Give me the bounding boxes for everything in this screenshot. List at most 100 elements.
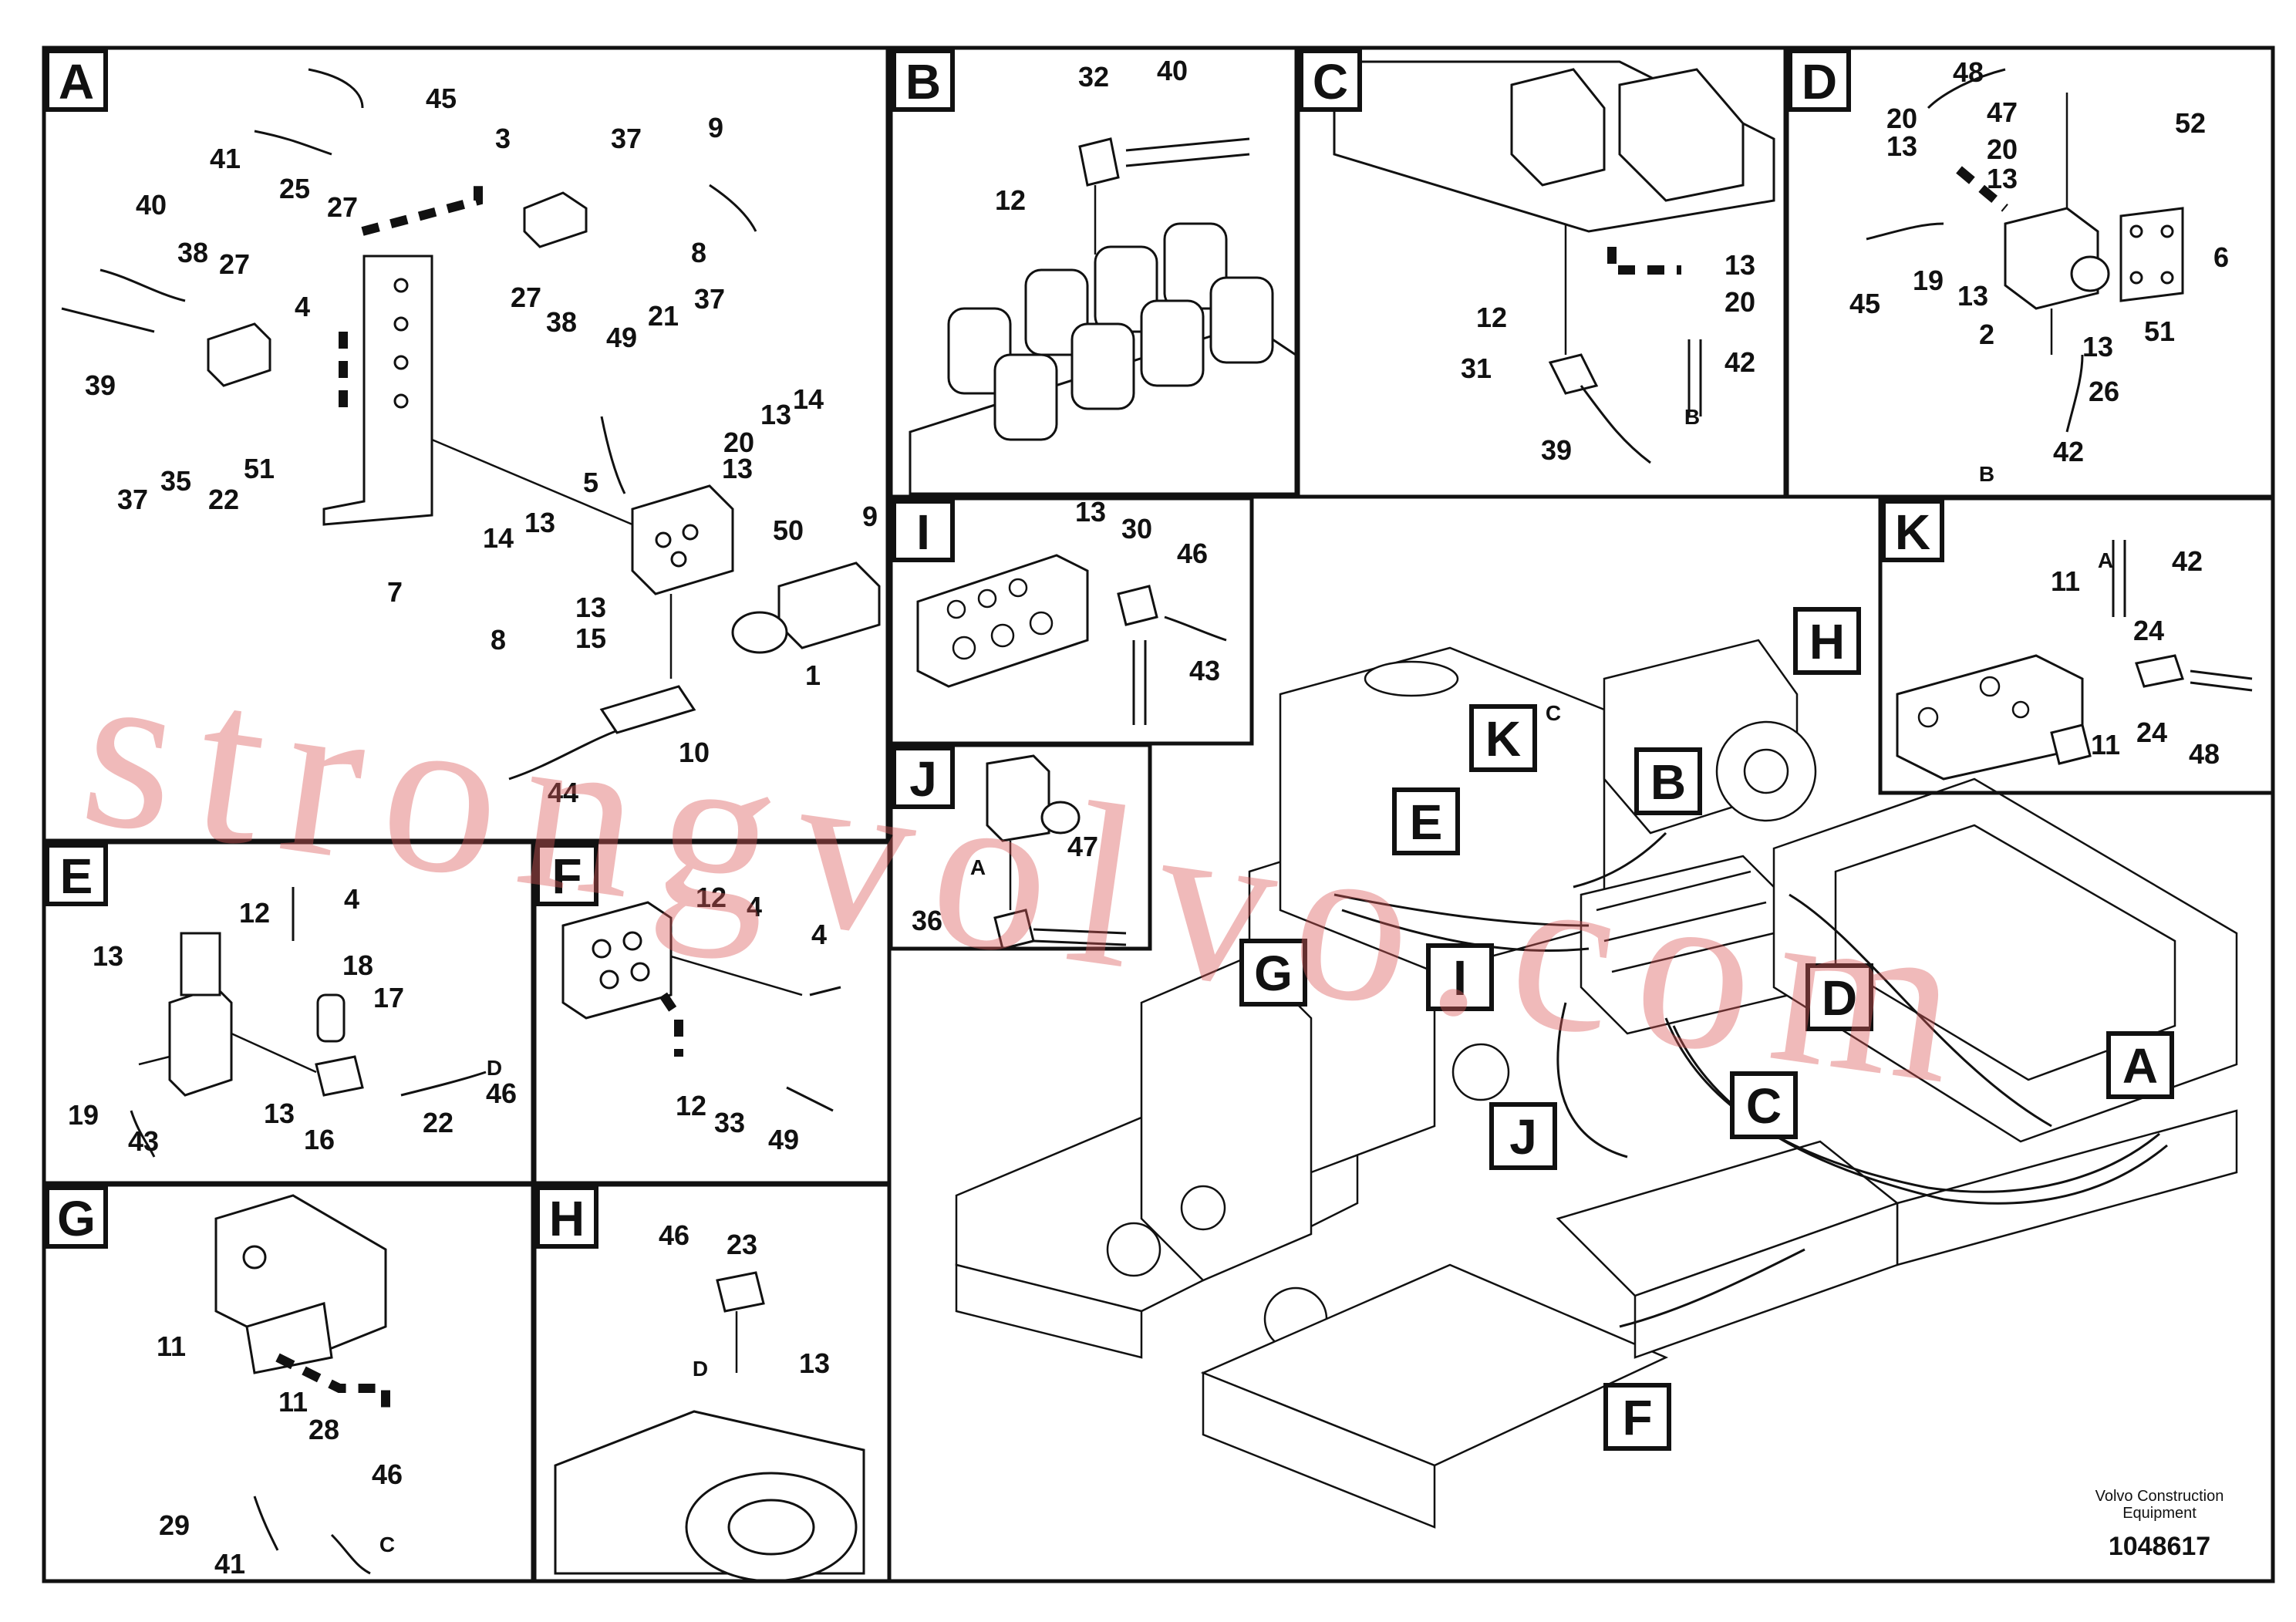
part-number-label: 9 bbox=[862, 501, 878, 532]
callout-box-h bbox=[1793, 607, 1861, 675]
part-number-label: 46 bbox=[1177, 538, 1208, 569]
panel-tag-k: K bbox=[1895, 504, 1930, 560]
callout-h: H bbox=[1809, 614, 1845, 669]
part-number-label: 12 bbox=[995, 184, 1026, 216]
panel-tag-box-j bbox=[892, 746, 955, 809]
panel-tag-b: B bbox=[905, 54, 941, 110]
part-number-label: 13 bbox=[264, 1098, 295, 1129]
part-number-label: 27 bbox=[511, 282, 541, 313]
footer-company: Volvo Construction bbox=[2095, 1488, 2224, 1505]
part-number-label: 28 bbox=[308, 1414, 339, 1445]
panel-tag-c: C bbox=[1313, 54, 1348, 110]
part-number-label: 9 bbox=[708, 112, 723, 143]
part-number-label: 47 bbox=[1067, 831, 1098, 862]
connector-letter: D bbox=[693, 1357, 708, 1381]
panel-tag-box-i bbox=[892, 499, 955, 562]
part-number-label: 45 bbox=[426, 83, 457, 114]
part-number-label: 8 bbox=[691, 237, 706, 268]
panel-e-drawing bbox=[130, 887, 487, 1158]
panel-tag-box-d bbox=[1788, 49, 1851, 112]
part-number-label: 20 bbox=[1725, 286, 1755, 318]
panel-tag-box-e bbox=[45, 843, 108, 906]
connector-letter: C bbox=[1546, 701, 1561, 725]
callout-j: J bbox=[1509, 1109, 1537, 1165]
panel-a-drawing bbox=[61, 68, 881, 781]
panel-f-drawing bbox=[561, 901, 841, 1112]
part-number-label: 40 bbox=[1157, 55, 1188, 86]
panel-tag-box-b bbox=[892, 49, 955, 112]
panel-tag-box-k bbox=[1881, 499, 1944, 562]
part-number-label: 17 bbox=[373, 982, 404, 1013]
part-number-label: 49 bbox=[768, 1124, 799, 1155]
part-number-label: 8 bbox=[491, 624, 506, 656]
panel-tag-box-a bbox=[45, 49, 108, 112]
part-number-label: 4 bbox=[811, 919, 827, 950]
part-number-label: 4 bbox=[295, 291, 310, 322]
part-number-label: 13 bbox=[524, 507, 555, 538]
part-number-label: 4 bbox=[747, 891, 762, 922]
part-number-label: 42 bbox=[1725, 346, 1755, 378]
part-number-label: 6 bbox=[2213, 241, 2229, 273]
panel-i-drawing bbox=[916, 554, 1227, 725]
callout-box-j bbox=[1489, 1102, 1557, 1170]
part-number-label: 43 bbox=[128, 1125, 159, 1157]
part-number-label: 38 bbox=[177, 237, 208, 268]
part-number-label: 24 bbox=[2133, 615, 2164, 646]
panel-tag-h: H bbox=[549, 1191, 585, 1246]
part-number-label: 5 bbox=[583, 467, 598, 498]
part-number-label: 37 bbox=[611, 123, 642, 154]
panel-frame-k bbox=[1878, 496, 2275, 795]
callout-c: C bbox=[1746, 1078, 1782, 1134]
connector-letter: A bbox=[970, 855, 986, 879]
part-number-label: 46 bbox=[659, 1219, 689, 1251]
part-number-label: 33 bbox=[714, 1107, 745, 1138]
part-number-label: 13 bbox=[1957, 280, 1988, 312]
part-number-label: 13 bbox=[760, 399, 791, 430]
panel-tag-j: J bbox=[909, 751, 937, 807]
connector-letter: C bbox=[379, 1533, 395, 1556]
panel-tag-box-h bbox=[535, 1185, 598, 1249]
part-number-label: 3 bbox=[495, 123, 511, 154]
part-number-label: 20 bbox=[1886, 103, 1917, 134]
part-number-label: 11 bbox=[278, 1386, 308, 1418]
callout-box-e bbox=[1392, 787, 1460, 855]
connector-letter: B bbox=[1684, 405, 1700, 429]
callout-k: K bbox=[1485, 711, 1521, 767]
part-number-label: 24 bbox=[2136, 717, 2167, 748]
callout-box-g bbox=[1239, 939, 1307, 1007]
callout-box-f bbox=[1603, 1383, 1671, 1451]
connector-letter: B bbox=[1979, 462, 1994, 486]
part-number-label: 46 bbox=[372, 1458, 403, 1490]
part-number-label: 14 bbox=[483, 522, 514, 554]
part-number-label: 13 bbox=[722, 453, 753, 484]
part-number-label: 39 bbox=[1541, 434, 1572, 466]
part-number-label: 39 bbox=[85, 369, 116, 401]
callout-e: E bbox=[1410, 794, 1443, 850]
part-number-label: 37 bbox=[694, 283, 725, 315]
part-number-label: 32 bbox=[1078, 61, 1109, 93]
part-number-label: 40 bbox=[136, 189, 167, 221]
part-number-label: 35 bbox=[160, 465, 191, 497]
part-number-label: 52 bbox=[2175, 107, 2206, 139]
part-number-label: 18 bbox=[342, 949, 373, 981]
callout-d: D bbox=[1822, 970, 1857, 1026]
panel-g-drawing bbox=[214, 1194, 390, 1575]
panel-frame-j bbox=[888, 743, 1152, 951]
part-number-label: 43 bbox=[1189, 655, 1220, 686]
part-number-label: 19 bbox=[68, 1099, 99, 1131]
panel-tag-g: G bbox=[57, 1191, 96, 1246]
part-number-label: 4 bbox=[344, 883, 359, 915]
part-number-label: 41 bbox=[210, 143, 241, 174]
part-number-label: 48 bbox=[2189, 738, 2220, 770]
part-number-label: 13 bbox=[1987, 163, 2018, 194]
callout-box-d bbox=[1805, 963, 1873, 1031]
callout-box-b bbox=[1634, 747, 1702, 815]
part-number-label: 13 bbox=[93, 940, 123, 972]
part-number-label: 31 bbox=[1461, 352, 1492, 384]
callout-i: I bbox=[1453, 950, 1467, 1006]
part-number-label: 19 bbox=[1913, 265, 1944, 296]
